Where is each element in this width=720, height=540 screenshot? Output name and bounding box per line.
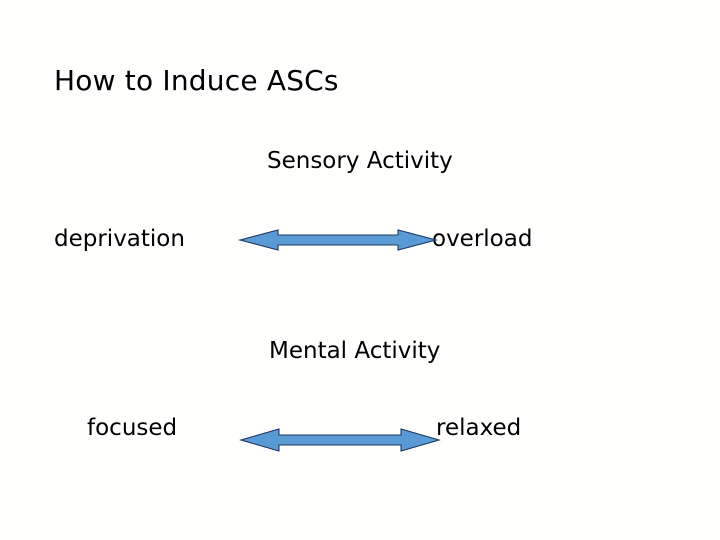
mental-activity-left-label: focused bbox=[87, 415, 178, 441]
page-title: How to Induce ASCs bbox=[54, 64, 339, 97]
mental-activity-heading: Mental Activity bbox=[269, 338, 441, 364]
sensory-activity-heading: Sensory Activity bbox=[267, 148, 453, 174]
sensory-activity-left-label: deprivation bbox=[54, 226, 185, 252]
double-arrow-shape bbox=[239, 428, 441, 452]
sensory-activity-right-label: overload bbox=[432, 226, 533, 252]
mental-activity-right-label: relaxed bbox=[436, 415, 522, 441]
mental-activity-double-arrow-icon bbox=[239, 424, 441, 458]
sensory-activity-double-arrow-icon bbox=[237, 225, 439, 255]
double-arrow-shape bbox=[237, 229, 439, 251]
